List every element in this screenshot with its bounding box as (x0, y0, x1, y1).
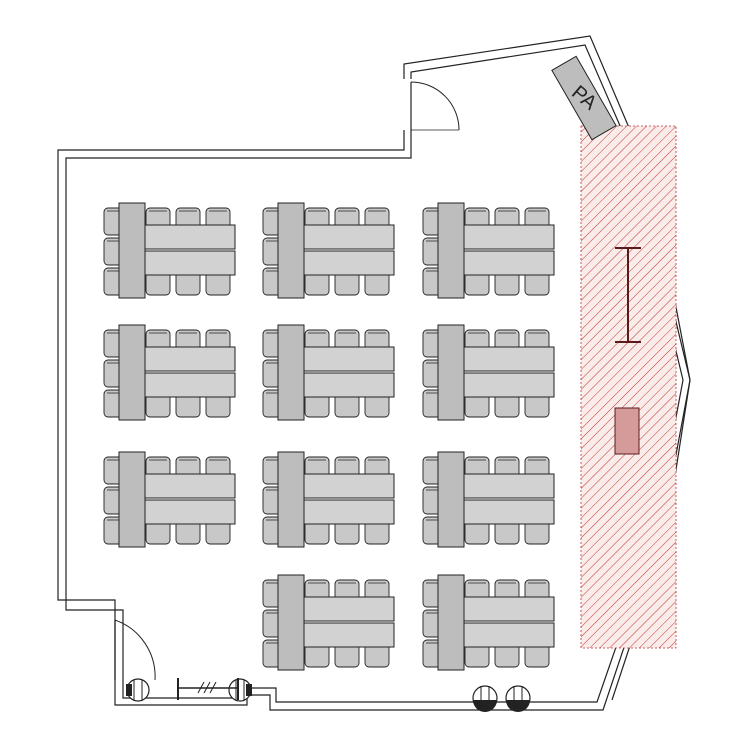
table-group (262, 324, 395, 421)
stage-area (580, 125, 677, 649)
lectern-icon (614, 407, 640, 455)
table-group (103, 324, 236, 421)
table-group (422, 202, 555, 299)
floor-box-icon (505, 685, 531, 712)
bottom-fixtures (126, 678, 531, 712)
table-group (422, 451, 555, 548)
table-group (103, 451, 236, 548)
table-group (262, 574, 395, 671)
table-group (422, 324, 555, 421)
table-group (262, 202, 395, 299)
projector-rail-icon (177, 678, 239, 700)
table-group (103, 202, 236, 299)
door-top[interactable] (410, 81, 460, 131)
inner-wall (65, 44, 684, 703)
screen-icon (615, 247, 641, 343)
outer-wall (57, 35, 691, 711)
floor-box-icon (472, 685, 498, 712)
table-group (422, 574, 555, 671)
door-bottom-left[interactable] (114, 619, 156, 681)
table-layout (103, 202, 555, 671)
table-group (262, 451, 395, 548)
